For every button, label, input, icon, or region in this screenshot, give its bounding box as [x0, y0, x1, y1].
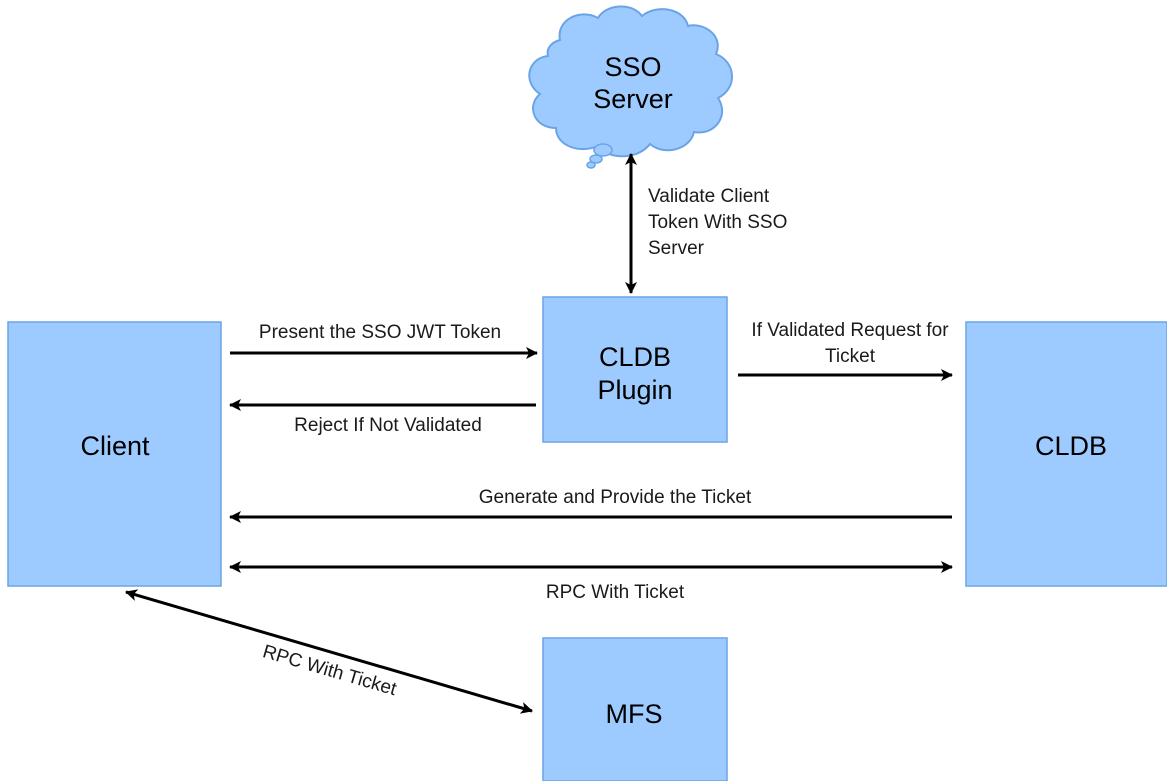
- request-ticket-label-line1: If Validated Request for: [751, 320, 949, 341]
- validate-label-line3: Server: [648, 238, 705, 259]
- present-token-label: Present the SSO JWT Token: [259, 322, 501, 343]
- sso-server-label-line1: SSO: [604, 52, 661, 82]
- cldb-label: CLDB: [1035, 431, 1107, 461]
- cloud-bubble: [586, 161, 596, 169]
- cldb-plugin-box: [542, 296, 728, 443]
- mfs-label: MFS: [606, 699, 663, 729]
- cldb-box: [965, 321, 1167, 587]
- rpc-mfs-arrow: [125, 589, 533, 714]
- rpc-mfs-edge: RPC With Ticket: [125, 589, 533, 714]
- cldb-node: CLDB: [965, 321, 1167, 587]
- request-ticket-label-line2: Ticket: [825, 346, 876, 367]
- cloud-bubble: [589, 154, 603, 164]
- mfs-node: MFS: [542, 637, 728, 781]
- cldb-plugin-label-line2: Plugin: [597, 375, 672, 405]
- sso-server-node: SSO Server: [528, 5, 733, 169]
- request-ticket-edge: If Validated Request for Ticket: [738, 320, 953, 381]
- cldb-plugin-label-line1: CLDB: [599, 342, 671, 372]
- client-box: [7, 321, 222, 587]
- client-label: Client: [80, 431, 150, 461]
- cloud-bubble: [593, 143, 613, 157]
- rpc-cldb-label: RPC With Ticket: [546, 582, 685, 603]
- sso-server-label-line2: Server: [593, 84, 673, 114]
- validate-label-line1: Validate Client: [648, 186, 770, 207]
- validate-label-line2: Token With SSO: [648, 212, 787, 233]
- cldb-plugin-node: CLDB Plugin: [542, 296, 728, 443]
- provide-ticket-edge: Generate and Provide the Ticket: [229, 487, 952, 523]
- reject-label: Reject If Not Validated: [294, 415, 482, 436]
- reject-edge: Reject If Not Validated: [229, 399, 536, 436]
- validate-edge: Validate Client Token With SSO Server: [625, 153, 787, 294]
- mfs-box: [542, 637, 728, 781]
- cloud-shape: [528, 5, 733, 158]
- provide-ticket-label: Generate and Provide the Ticket: [479, 487, 752, 508]
- client-node: Client: [7, 321, 222, 587]
- rpc-cldb-edge: RPC With Ticket: [229, 561, 953, 603]
- rpc-mfs-label: RPC With Ticket: [260, 641, 399, 700]
- present-token-edge: Present the SSO JWT Token: [230, 322, 538, 359]
